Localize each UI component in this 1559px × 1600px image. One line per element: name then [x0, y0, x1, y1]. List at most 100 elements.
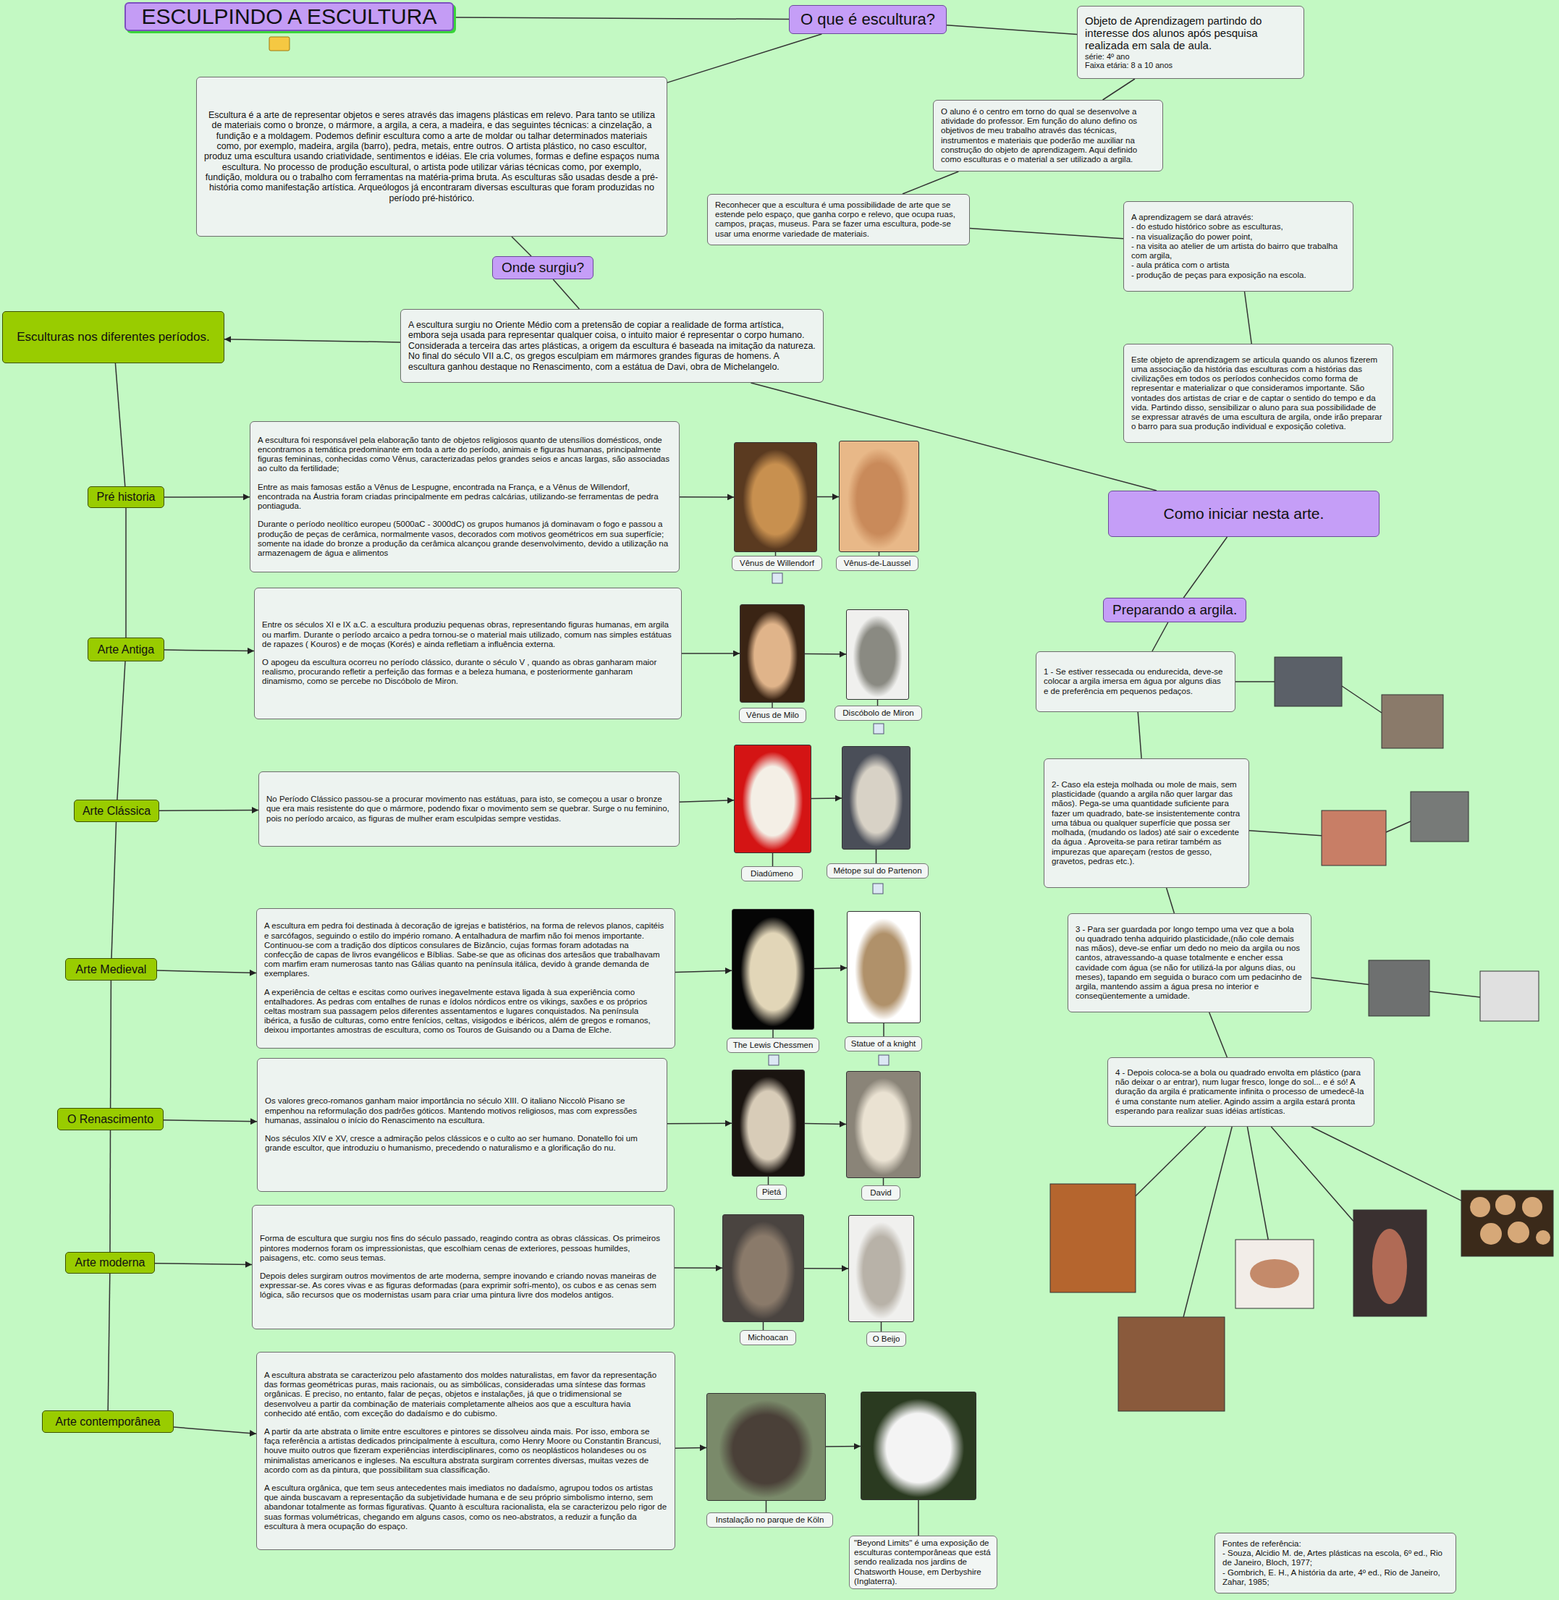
connector — [1103, 78, 1135, 100]
caption-text: Michoacan — [744, 1333, 792, 1343]
node-text: Forma de escultura que surgiu nos fins d… — [259, 1234, 667, 1263]
photo-caption: Vênus-de-Laussel — [835, 555, 919, 572]
connector — [675, 1447, 707, 1449]
text-box: 3 - Para ser guardada por longo tempo um… — [1067, 913, 1312, 1013]
note-icon — [872, 883, 883, 894]
period-box: Arte Medieval — [65, 958, 158, 981]
clay-shape — [1469, 1194, 1551, 1245]
node-text: 3 - Para ser guardada por longo tempo um… — [1075, 924, 1304, 1002]
text-box: A escultura abstrata se caracterizou pel… — [256, 1352, 676, 1551]
sculpture-node: David — [846, 1071, 921, 1179]
node-text: - do estudo histórico sobre as escultura… — [1131, 222, 1346, 232]
period-box: Arte contemporânea — [41, 1410, 174, 1434]
connector — [681, 652, 740, 655]
text-box: Este objeto de aprendizagem se articula … — [1123, 343, 1394, 443]
node-text: Os valores greco-romanos ganham maior im… — [264, 1096, 660, 1126]
node-text: 2- Caso ela esteja molhada ou mole de ma… — [1051, 780, 1242, 867]
node-text: - aula prática com o artista — [1131, 260, 1346, 270]
node-text: Escultura é a arte de representar objeto… — [204, 110, 660, 204]
sculpture-photo — [733, 744, 812, 854]
connector — [667, 34, 822, 83]
caption-text: Statue of a knight — [849, 1039, 918, 1049]
clay-photo — [1461, 1190, 1554, 1257]
text-box: A aprendizagem se dará através:- do estu… — [1123, 201, 1354, 292]
connector — [804, 1123, 847, 1125]
node-text: Durante o período neolítico europeu (500… — [257, 519, 672, 559]
node-text: Preparando a argila. — [1112, 602, 1237, 619]
leader-line — [1235, 681, 1275, 683]
node-text: Fontes de referência: — [1222, 1539, 1449, 1549]
text-box: Fontes de referência:- Souza, Alcidio M.… — [1214, 1532, 1457, 1594]
connector — [107, 1273, 111, 1411]
note-icon — [768, 1055, 779, 1066]
sculpture-photo — [733, 442, 818, 553]
node-text: A aprendizagem se dará através: — [1131, 212, 1346, 223]
sculpture-photo — [722, 1214, 805, 1323]
node-text: Nos séculos XIV e XV, cresce a admiração… — [264, 1134, 660, 1153]
text-box: Reconhecer que a escultura é uma possibi… — [707, 193, 970, 246]
caption-text: Vênus-de-Laussel — [841, 558, 914, 569]
caption-link — [875, 849, 878, 864]
connector — [117, 661, 126, 800]
title-box: ESCULPINDO A ESCULTURA — [124, 2, 454, 32]
period-box: Arte Antiga — [87, 637, 165, 662]
node-text: Entre os séculos XI e IX a.C. a escultur… — [262, 620, 674, 650]
node-text: A escultura orgânica, que tem seus antec… — [264, 1483, 668, 1532]
node-text: - na visualização do power point, — [1131, 232, 1346, 242]
sculpture-node: Discóbolo de Miron — [846, 609, 910, 700]
connector — [109, 1130, 111, 1253]
clay-photo — [1118, 1317, 1225, 1412]
connector — [173, 1427, 257, 1434]
node-text: Arte Medieval — [75, 963, 147, 977]
title-icon — [269, 36, 290, 51]
connector — [125, 508, 127, 638]
connector — [453, 17, 789, 19]
photo-caption: The Lewis Chessmen — [726, 1037, 820, 1054]
text-box: 2- Caso ela esteja molhada ou mole de ma… — [1043, 758, 1250, 889]
sculpture-photo — [846, 1071, 921, 1179]
caption-text: Pietá — [761, 1187, 782, 1198]
node-text: O apogeu da escultura ocorreu no período… — [262, 657, 674, 687]
sculpture-node: Vênus de Milo — [739, 604, 805, 703]
leader-line — [1247, 1126, 1269, 1240]
photo-caption: Métope sul do Partenon — [826, 863, 929, 879]
node-text: Como iniciar nesta arte. — [1163, 505, 1325, 523]
caption-text: Vênus de Willendorf — [736, 558, 818, 569]
caption-text: Vênus de Milo — [744, 710, 802, 721]
sculpture-photo — [848, 1215, 915, 1323]
sculpture-node: Instalação no parque de Köln — [706, 1393, 826, 1502]
sculpture-node: Vênus-de-Laussel — [838, 440, 920, 553]
node-text: A experiência de celtas e escitas como o… — [264, 987, 668, 1036]
sculpture-photo — [846, 911, 921, 1024]
clay-photo — [1480, 971, 1539, 1022]
caption-link — [882, 1023, 885, 1037]
text-box: Escultura é a arte de representar objeto… — [196, 76, 668, 237]
text-box: 1 - Se estiver ressecada ou endurecida, … — [1035, 651, 1236, 713]
connector — [164, 649, 255, 652]
clay-photo — [1353, 1210, 1427, 1317]
node-text: O Renascimento — [67, 1113, 154, 1127]
clay-shape — [1372, 1228, 1408, 1305]
text-box: O aluno é o centro em torno do qual se d… — [932, 99, 1164, 172]
connector — [1209, 1012, 1228, 1058]
connector — [674, 1267, 723, 1269]
sculpture-node: Pietá — [731, 1069, 805, 1177]
clay-shape — [1249, 1259, 1300, 1289]
node-text: Arte Clássica — [82, 804, 151, 818]
leader-line — [1311, 1126, 1462, 1201]
connector — [115, 363, 125, 487]
node-text: O que é escultura? — [800, 10, 936, 29]
caption-link — [882, 1178, 885, 1186]
text-box: 4 - Depois coloca-se a bola ou quadrado … — [1107, 1057, 1375, 1127]
clay-photo — [1368, 960, 1430, 1017]
sculpture-photo — [838, 440, 920, 553]
leader-line — [1311, 977, 1369, 986]
note-icon — [878, 1055, 889, 1066]
node-text: Onde surgiu? — [501, 259, 585, 276]
connector — [667, 1123, 732, 1125]
text-box: A escultura foi responsável pela elabora… — [249, 421, 680, 573]
node-text: 1 - Se estiver ressecada ou endurecida, … — [1043, 667, 1228, 697]
photo-caption: Michoacan — [739, 1330, 797, 1346]
leader-line — [1386, 821, 1411, 833]
node-text: Reconhecer que a escultura é uma possibi… — [715, 200, 962, 239]
